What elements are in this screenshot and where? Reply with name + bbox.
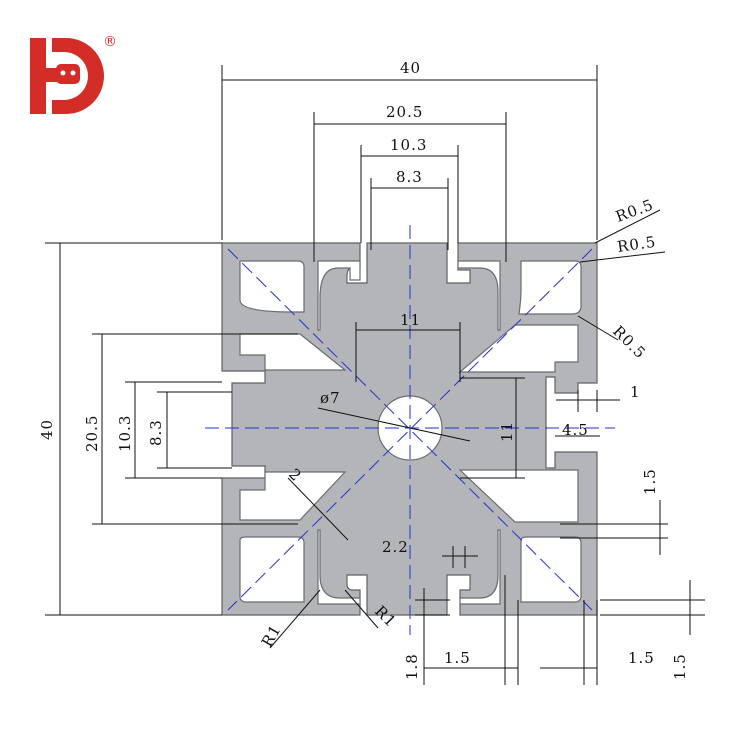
dim-r1-a: R1 [258, 621, 285, 650]
dim-left-40: 40 [38, 419, 56, 440]
dim-r0-5-c: R0.5 [609, 322, 649, 362]
dim-left-8-3: 8.3 [147, 419, 165, 446]
dim-left-10-3: 10.3 [116, 415, 134, 452]
dim-center-11: 11 [400, 311, 421, 329]
dim-top-10-3: 10.3 [390, 136, 427, 154]
slot-right-bottom [458, 469, 579, 523]
dim-r0-5-b: R0.5 [616, 233, 657, 256]
dim-left-20-5: 20.5 [83, 415, 101, 452]
brand-logo: ® [30, 34, 117, 114]
dim-r0-5-a: R0.5 [613, 195, 656, 225]
dim-top-8-3: 8.3 [396, 168, 423, 186]
dim-right-1-5: 1.5 [641, 468, 659, 495]
dim-bore-diameter: ø7 [320, 389, 341, 407]
dim-top-20-5: 20.5 [386, 103, 423, 121]
slot-bottom-right [459, 529, 501, 605]
slot-bottom-left [317, 529, 361, 605]
cavity-top-left [239, 260, 305, 313]
slot-left-top [239, 333, 347, 371]
cavity-bottom-left [239, 536, 305, 603]
dim-lip-1: 1 [630, 383, 641, 401]
slot-left-bottom [239, 471, 347, 521]
dim-slot-2-2: 2.2 [382, 538, 409, 556]
dimension-lines [45, 65, 705, 685]
dim-right-4-5: 4.5 [562, 421, 589, 439]
dim-top-40: 40 [400, 59, 421, 77]
registered-mark: ® [103, 34, 117, 50]
slot-top-right [457, 260, 501, 331]
dim-bottom-1-8: 1.8 [403, 653, 421, 680]
dim-right-11: 11 [498, 421, 516, 442]
dim-bottom-1-5-a: 1.5 [444, 649, 471, 667]
cavity-top-right [518, 260, 582, 315]
dim-bottom-1-5-b: 1.5 [628, 649, 655, 667]
slot-top [317, 260, 361, 331]
dim-bottom-1-5-c: 1.5 [671, 653, 689, 680]
cavity-bottom-right [520, 536, 582, 603]
